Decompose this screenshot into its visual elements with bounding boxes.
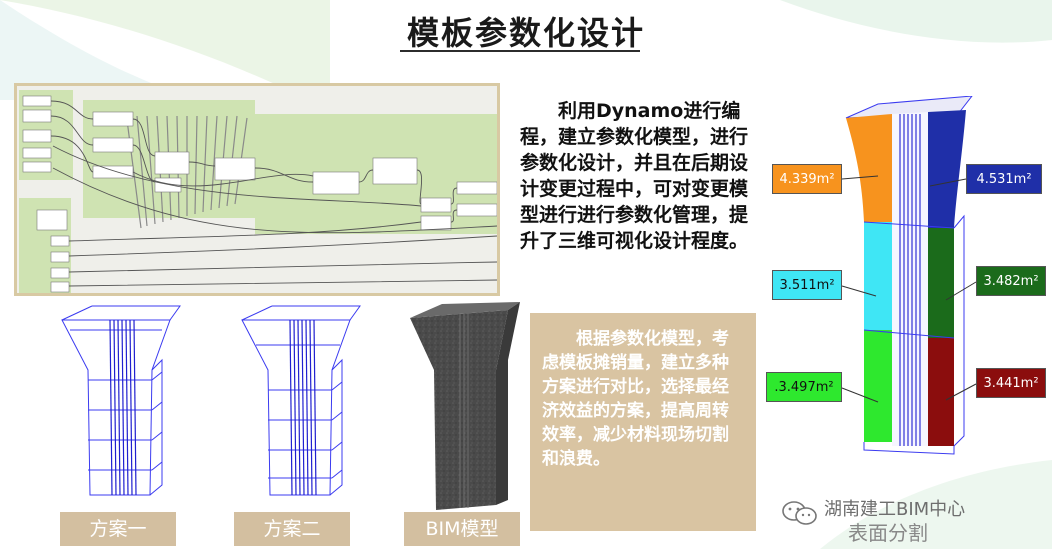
bim-model-render <box>410 302 520 510</box>
plan2-wireframe <box>241 305 361 496</box>
segment-top-left <box>846 114 892 222</box>
plan1-wireframe <box>61 305 181 496</box>
segment-bottom-right <box>928 338 954 446</box>
segment-top-right <box>928 110 966 228</box>
surface-division-model <box>845 96 973 455</box>
bim-model-label: BIM模型 <box>404 512 520 546</box>
segment-mid-left <box>864 222 892 330</box>
segment-mid-right <box>928 228 954 338</box>
area-tag-mid-left: 3.511m² <box>772 270 842 300</box>
surface-division-caption: 表面分割 <box>848 521 928 545</box>
area-tag-top-left: 4.339m² <box>772 164 842 194</box>
area-tag-bottom-left: .3.497m² <box>766 372 842 402</box>
area-tag-top-right: 4.531m² <box>966 164 1042 194</box>
area-leader-lines <box>841 175 977 403</box>
graph-wires <box>50 100 497 287</box>
slide-title: 模板参数化设计 <box>406 14 645 52</box>
dynamo-description: 利用Dynamo进行编程，建立参数化模型，进行参数化设计，并且在后期设计变更过程… <box>520 100 749 252</box>
area-tag-bottom-right: 3.441m² <box>976 368 1046 398</box>
dynamo-graph-screenshot <box>14 83 500 296</box>
segment-bottom-left <box>864 330 892 442</box>
title-underline <box>400 50 640 52</box>
watermark-text: 湖南建工BIM中心 <box>824 499 966 520</box>
plan1-label: 方案一 <box>60 512 176 546</box>
plan2-label: 方案二 <box>234 512 350 546</box>
area-tag-mid-right: 3.482m² <box>976 266 1046 296</box>
wechat-icon <box>782 501 817 525</box>
plans-description: 根据参数化模型，考虑模板摊销量，建立多种方案进行对比，选择最经济效益的方案，提高… <box>530 313 756 531</box>
dynamo-graph-canvas <box>17 86 497 293</box>
